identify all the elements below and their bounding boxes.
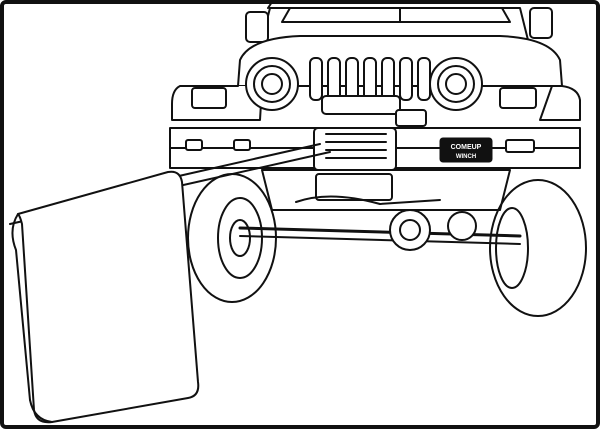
blanket-fold: [11, 213, 31, 401]
windshield-inner: [281, 7, 511, 23]
license-plate: [315, 173, 393, 201]
logo-line2: WINCH: [456, 154, 476, 160]
bumper-light-left-2: [233, 139, 251, 151]
comeup-winch-logo: COMEUP WINCH: [439, 137, 493, 163]
bumper-light-left-1: [185, 139, 203, 151]
blanket-edge: [29, 399, 53, 423]
logo-line1: COMEUP: [451, 144, 482, 151]
turn-signal-left: [191, 87, 227, 109]
driveshaft: [295, 195, 441, 205]
bumper-light-right: [505, 139, 535, 153]
winch-cable-upper: [169, 143, 321, 179]
headlight-right: [429, 57, 483, 111]
grille: [309, 57, 431, 101]
steering-link: [239, 235, 521, 245]
differential: [389, 209, 477, 251]
fender-right: [539, 85, 581, 121]
mirror-right: [529, 7, 553, 39]
headlight-left: [245, 57, 299, 111]
turn-signal-right: [499, 87, 537, 109]
chassis-frame: [261, 169, 511, 211]
cable-dampener-blanket: [17, 170, 200, 424]
tire-left: [187, 173, 277, 303]
tire-right: [489, 179, 587, 317]
winch: [313, 95, 427, 171]
mirror-left: [245, 11, 269, 43]
front-axle: [238, 226, 522, 238]
